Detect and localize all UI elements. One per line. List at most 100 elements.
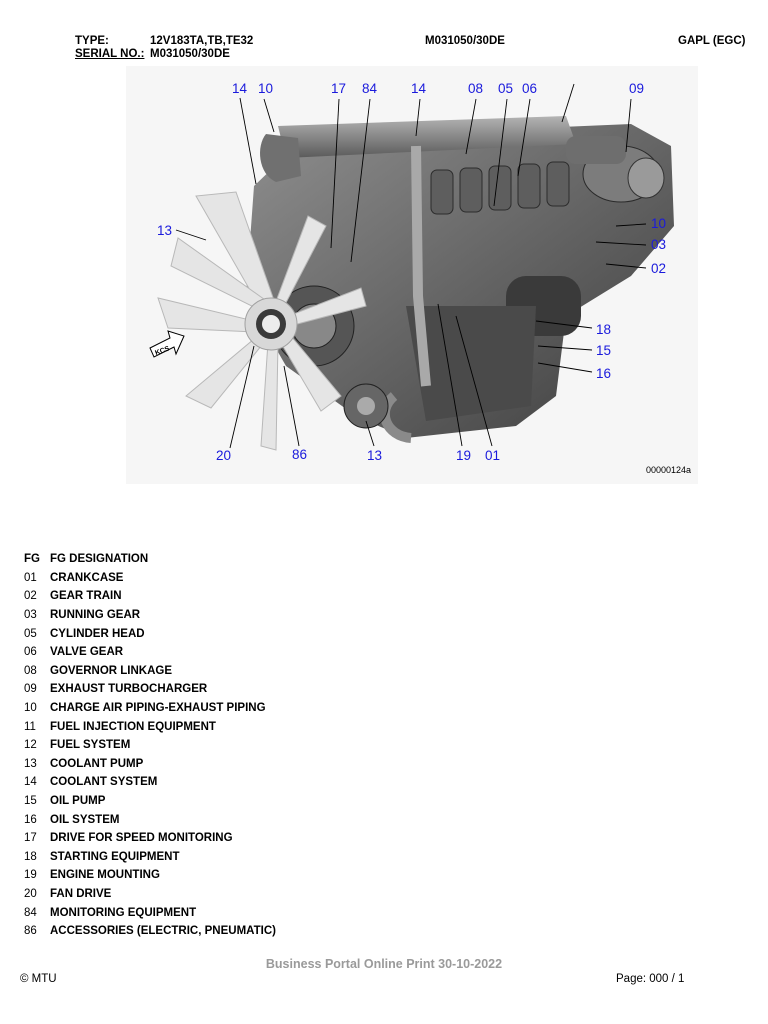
- page-number: Page: 000 / 1: [616, 973, 685, 985]
- table-row: 12 FUEL SYSTEM: [24, 736, 424, 755]
- fg-code: 01: [24, 571, 37, 584]
- copyright: © MTU: [20, 973, 57, 985]
- serial-label: SERIAL NO.:: [75, 48, 145, 60]
- callout-20: 20: [216, 448, 231, 463]
- serial-value: M031050/30DE: [150, 48, 230, 60]
- callout-14-top: 14: [411, 81, 427, 96]
- callout-09: 09: [629, 81, 644, 96]
- table-row: 20 FAN DRIVE: [24, 885, 424, 904]
- fg-code: 86: [24, 925, 37, 938]
- engine-figure: KCS 14: [126, 66, 698, 484]
- fg-designation: VALVE GEAR: [50, 646, 124, 659]
- fg-code: 10: [24, 702, 37, 715]
- table-row: 06 VALVE GEAR: [24, 643, 424, 662]
- fg-designation: GOVERNOR LINKAGE: [50, 664, 173, 677]
- fg-designation: FAN DRIVE: [50, 887, 112, 900]
- callout-06: 06: [522, 81, 537, 96]
- table-row: 11 FUEL INJECTION EQUIPMENT: [24, 717, 424, 736]
- fg-code: 06: [24, 646, 37, 659]
- doc-number: M031050/30DE: [425, 35, 505, 47]
- engine-diagram: KCS 14: [126, 66, 698, 484]
- table-row: 08 GOVERNOR LINKAGE: [24, 662, 424, 681]
- fg-code: 14: [24, 776, 37, 789]
- table-row: 86 ACCESSORIES (ELECTRIC, PNEUMATIC): [24, 922, 424, 941]
- callout-19: 19: [456, 448, 471, 463]
- callout-13-left: 13: [157, 223, 172, 238]
- kcs-label: KCS: [154, 345, 171, 357]
- fg-code: 11: [24, 720, 36, 733]
- kcs-arrow-icon: KCS: [149, 330, 185, 358]
- table-row: 18 STARTING EQUIPMENT: [24, 848, 424, 867]
- callout-01: 01: [485, 448, 500, 463]
- fg-code: 03: [24, 609, 37, 622]
- table-row: 02 GEAR TRAIN: [24, 587, 424, 606]
- fg-code: 17: [24, 832, 37, 845]
- fg-code: 16: [24, 813, 37, 826]
- callout-16: 16: [596, 366, 611, 381]
- table-row: 15 OIL PUMP: [24, 792, 424, 811]
- fg-designation: MONITORING EQUIPMENT: [50, 906, 197, 919]
- fg-code: 05: [24, 627, 37, 640]
- callout-05: 05: [498, 81, 513, 96]
- callout-86: 86: [292, 447, 307, 462]
- fg-designation: OIL PUMP: [50, 795, 106, 808]
- fg-code: 15: [24, 795, 37, 808]
- callout-15: 15: [596, 343, 611, 358]
- organization: GAPL (EGC): [678, 35, 746, 47]
- callout-13-bottom: 13: [367, 448, 382, 463]
- table-row: 01 CRANKCASE: [24, 569, 424, 588]
- fg-designation: STARTING EQUIPMENT: [50, 850, 180, 863]
- fg-designation: COOLANT SYSTEM: [50, 776, 158, 789]
- table-row: 19 ENGINE MOUNTING: [24, 866, 424, 885]
- callout-labels: 14 10 17 84 14 08 05 06 09 13 10 03 02 1…: [157, 81, 666, 463]
- callout-10-right: 10: [651, 216, 666, 231]
- table-row: 05 CYLINDER HEAD: [24, 624, 424, 643]
- callout-leader-lines: [175, 83, 647, 449]
- fg-code: 18: [24, 850, 37, 863]
- callout-08: 08: [468, 81, 483, 96]
- header-designation: FG DESIGNATION: [50, 553, 149, 566]
- fg-code: 20: [24, 887, 37, 900]
- callout-17: 17: [331, 81, 346, 96]
- table-row: 13 COOLANT PUMP: [24, 755, 424, 774]
- fg-designation: CRANKCASE: [50, 571, 124, 584]
- type-value: 12V183TA,TB,TE32: [150, 35, 254, 47]
- engine-photo: [157, 116, 674, 451]
- fg-code: 13: [24, 757, 37, 770]
- callout-02: 02: [651, 261, 666, 276]
- callout-10-top: 10: [258, 81, 273, 96]
- table-row: 10 CHARGE AIR PIPING-EXHAUST PIPING: [24, 699, 424, 718]
- print-note: Business Portal Online Print 30-10-2022: [265, 957, 503, 971]
- fg-code: 84: [24, 906, 37, 919]
- fg-designation: FUEL SYSTEM: [50, 739, 131, 752]
- fg-code: 02: [24, 590, 37, 603]
- callout-18: 18: [596, 322, 611, 337]
- fg-code: 08: [24, 664, 37, 677]
- fg-designation: ACCESSORIES (ELECTRIC, PNEUMATIC): [50, 925, 276, 938]
- fg-code: 19: [24, 869, 37, 882]
- header-code: FG: [24, 553, 40, 566]
- table-row: 16 OIL SYSTEM: [24, 810, 424, 829]
- fg-designation: ENGINE MOUNTING: [50, 869, 160, 882]
- callout-84: 84: [362, 81, 378, 96]
- fg-designation: EXHAUST TURBOCHARGER: [50, 683, 208, 696]
- fg-designation: RUNNING GEAR: [50, 609, 141, 622]
- figure-id: 00000124a: [646, 465, 691, 475]
- fg-designation: CYLINDER HEAD: [50, 627, 145, 640]
- fg-designation: CHARGE AIR PIPING-EXHAUST PIPING: [50, 702, 266, 715]
- callout-03: 03: [651, 237, 666, 252]
- fg-designation: COOLANT PUMP: [50, 757, 144, 770]
- fg-code: 09: [24, 683, 37, 696]
- table-row: 09 EXHAUST TURBOCHARGER: [24, 680, 424, 699]
- fg-code: 12: [24, 739, 37, 752]
- fg-table: FG FG DESIGNATION 01 CRANKCASE 02 GEAR TRAI…: [24, 550, 424, 940]
- callout-14-top-left: 14: [232, 81, 248, 96]
- table-row: 03 RUNNING GEAR: [24, 606, 424, 625]
- table-row: 84 MONITORING EQUIPMENT: [24, 903, 424, 922]
- fg-designation: GEAR TRAIN: [50, 590, 122, 603]
- fg-designation: FUEL INJECTION EQUIPMENT: [50, 720, 216, 733]
- table-header: FG FG DESIGNATION: [24, 550, 424, 569]
- fg-designation: OIL SYSTEM: [50, 813, 120, 826]
